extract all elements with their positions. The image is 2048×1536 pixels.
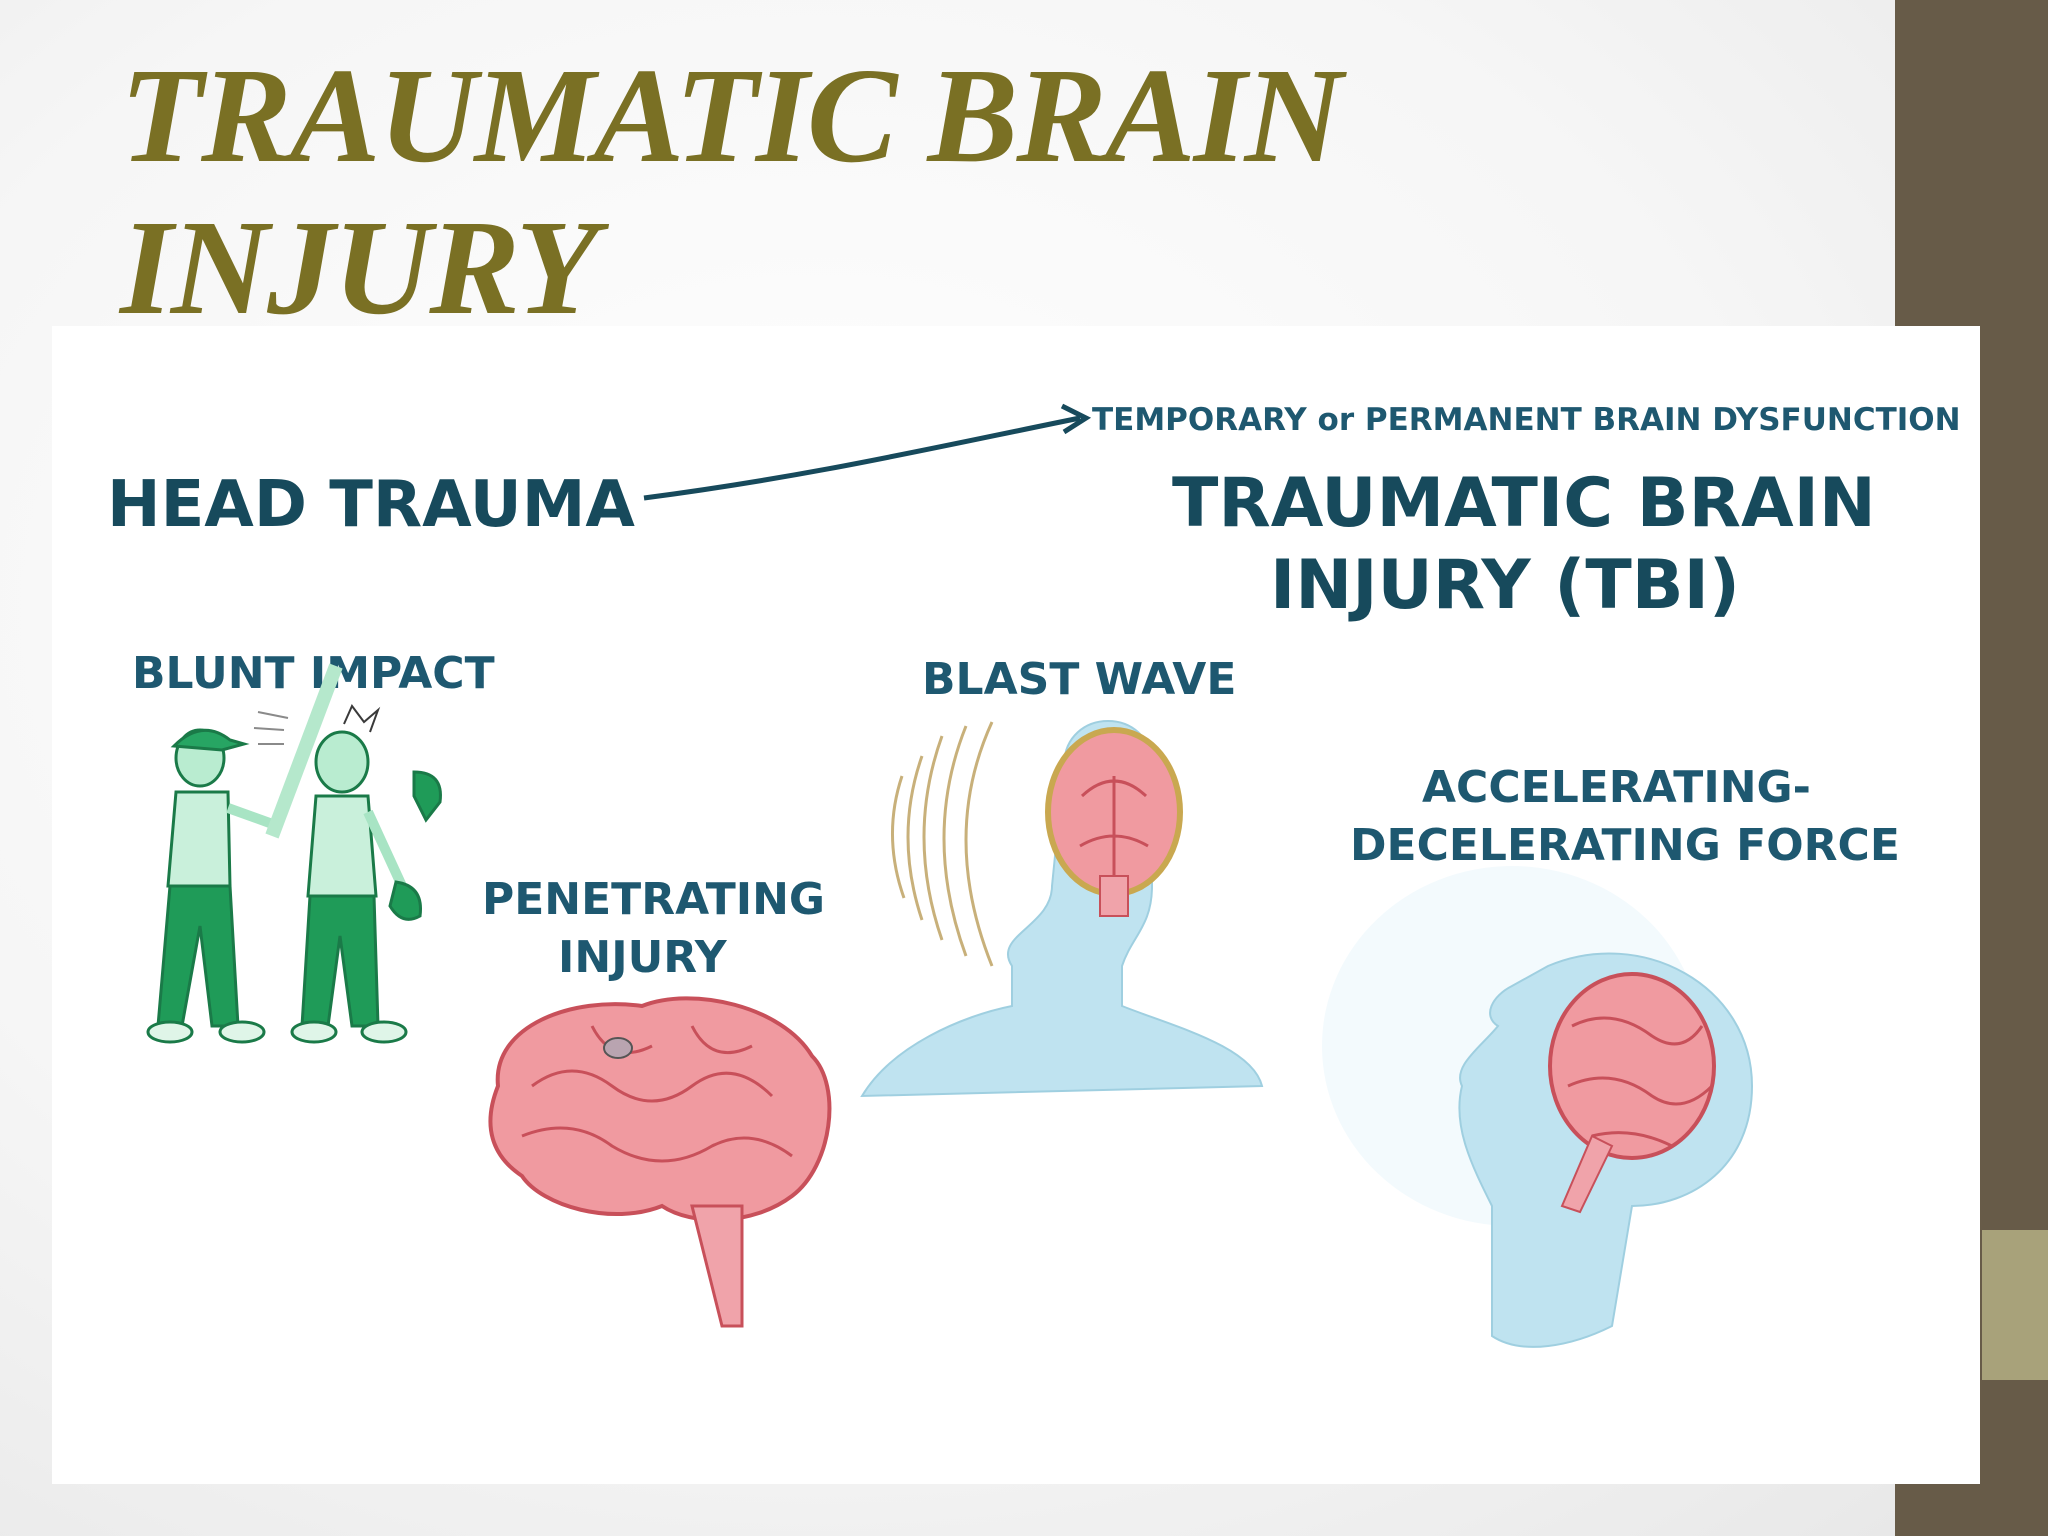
slide-title: TRAUMATIC BRAIN INJURY [120,41,1343,343]
penetrating-label-line1: PENETRATING [482,874,825,925]
accel-label-line2: DECELERATING FORCE [1350,820,1900,871]
slide-sidebar-accent [1982,1230,2048,1380]
blast-wave-label: BLAST WAVE [922,654,1236,705]
head-silhouette-icon [860,720,1264,1098]
arrow-head-icon [1060,403,1092,435]
penetrating-label-line2: INJURY [558,932,728,983]
tbi-title-line2: INJURY (TBI) [1270,546,1740,625]
tbi-illustration: HEAD TRAUMA TEMPORARY or PERMANENT BRAIN… [52,326,1980,1484]
baseball-bat-figures-icon [146,663,442,1044]
blunt-impact-label: BLUNT IMPACT [132,648,495,699]
tbi-illustration-svg: HEAD TRAUMA TEMPORARY or PERMANENT BRAIN… [107,402,1961,1348]
arrow-line [643,415,1081,501]
head-profile-brain-icon [1322,866,1754,1348]
accel-label-line1: ACCELERATING- [1422,762,1811,813]
head-trauma-label: HEAD TRAUMA [107,468,635,542]
tbi-title-line1: TRAUMATIC BRAIN [1172,464,1876,543]
brain-icon [488,996,832,1328]
blast-wave-icon [891,721,994,967]
dysfunction-note: TEMPORARY or PERMANENT BRAIN DYSFUNCTION [1092,402,1961,438]
